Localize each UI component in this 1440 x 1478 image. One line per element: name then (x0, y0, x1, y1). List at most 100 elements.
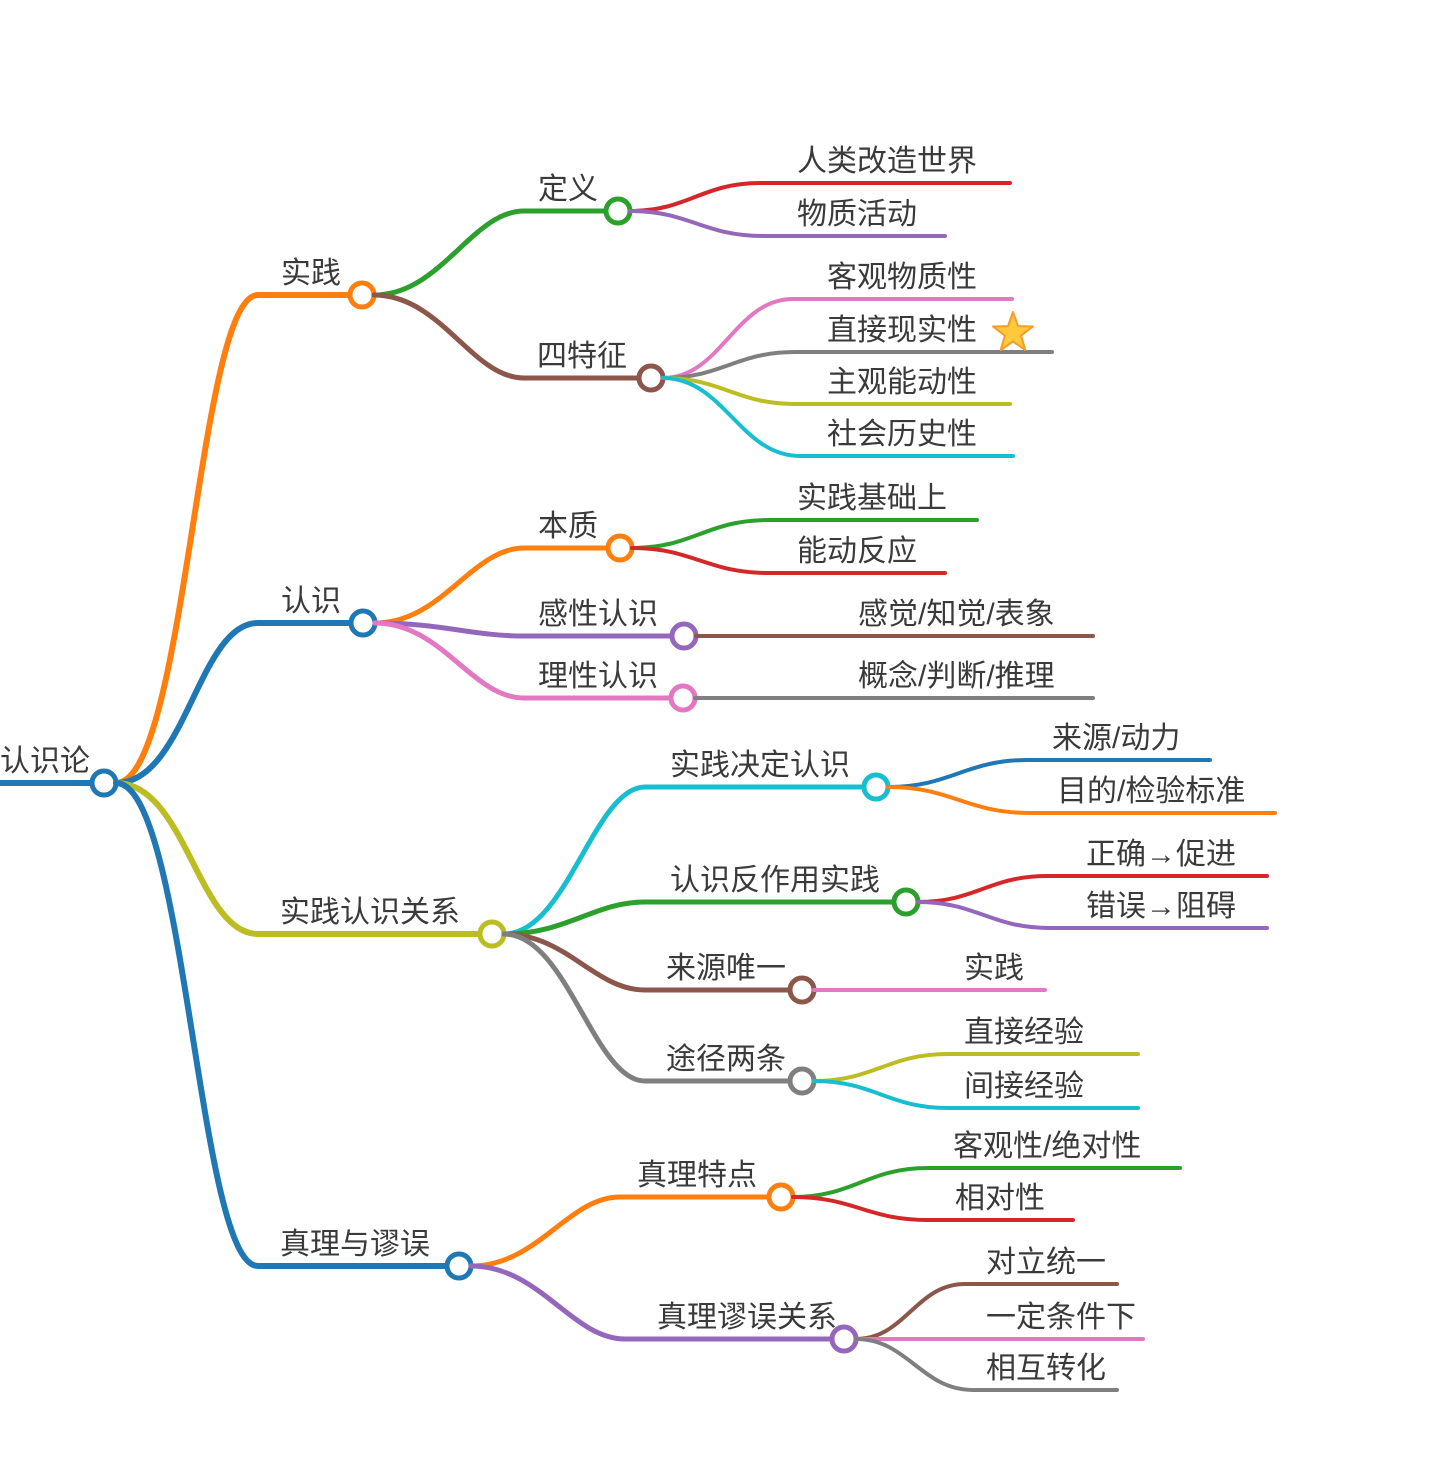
leaf-label-transform-world[interactable]: 人类改造世界 (797, 145, 977, 178)
leaf-label-purpose-criterion[interactable]: 目的/检验标准 (1057, 775, 1245, 808)
branch-line-unique-source (501, 931, 793, 993)
leaf-purpose-criterion: 目的/检验标准 (886, 775, 1277, 815)
node-label-truth-and-fallacy[interactable]: 真理与谬误 (280, 1228, 430, 1261)
node-dot-practice-cognition-relation[interactable] (477, 919, 507, 949)
node-label-root[interactable]: 认识论 (0, 745, 90, 778)
star-icon (992, 311, 1034, 351)
leaf-objectivity-absoluteness: 客观性/绝对性 (791, 1130, 1182, 1199)
node-label-four-features[interactable]: 四特征 (537, 340, 627, 373)
node-label-cognition-reacts-on-practice[interactable]: 认识反作用实践 (670, 864, 880, 897)
leaf-label-objective-materiality[interactable]: 客观物质性 (827, 261, 977, 294)
branch-line-definition (371, 208, 609, 298)
leaf-label-certain-conditions[interactable]: 一定条件下 (986, 1301, 1136, 1334)
leaf-label-active-reflection[interactable]: 能动反应 (797, 535, 917, 568)
node-dot-rational-cognition[interactable] (668, 683, 698, 713)
branch-line-perceptual-cognition (372, 620, 675, 639)
node-label-rational-cognition[interactable]: 理性认识 (538, 660, 658, 693)
leaf-label-source-motive[interactable]: 来源/动力 (1052, 722, 1180, 755)
leaf-label-correct-promote[interactable]: 正确→促进 (1086, 838, 1236, 871)
node-dot-root[interactable] (89, 768, 119, 798)
leaf-label-concept-judgment-reasoning[interactable]: 概念/判断/推理 (858, 660, 1055, 693)
node-label-practice[interactable]: 实践 (281, 257, 341, 290)
branch-line-direct-experience (812, 1052, 1140, 1083)
branch-line-opposition-unity (854, 1282, 1119, 1341)
node-dot-practice[interactable] (347, 280, 377, 310)
leaf-material-activity: 物质活动 (628, 198, 947, 238)
node-definition: 定义 (371, 173, 633, 298)
leaf-label-direct-experience[interactable]: 直接经验 (964, 1016, 1084, 1049)
leaf-label-wrong-hinder[interactable]: 错误→阻碍 (1086, 890, 1236, 923)
leaf-concept-judgment-reasoning: 概念/判断/推理 (693, 660, 1095, 700)
branch-line-relativity (791, 1195, 1075, 1222)
branch-line-essence (372, 545, 609, 626)
node-dot-essence[interactable] (605, 533, 635, 563)
node-dot-practice-determines-cognition[interactable] (861, 772, 891, 802)
node-dot-two-paths[interactable] (787, 1066, 817, 1096)
node-label-perceptual-cognition[interactable]: 感性认识 (538, 598, 658, 631)
branch-line-wrong-hinder (916, 900, 1269, 930)
leaf-label-direct-reality[interactable]: 直接现实性 (827, 314, 977, 347)
branch-line-active-reflection (630, 546, 947, 575)
node-dot-definition[interactable] (603, 196, 633, 226)
node-label-practice-determines-cognition[interactable]: 实践决定认识 (670, 749, 850, 782)
node-dot-four-features[interactable] (636, 363, 666, 393)
node-label-truth-fallacy-relation[interactable]: 真理谬误关系 (657, 1301, 837, 1334)
node-dot-truth-and-fallacy[interactable] (444, 1251, 474, 1281)
branch-line-direct-reality (661, 350, 1054, 380)
branch-line-practice-basis (630, 518, 979, 550)
node-label-cognition[interactable]: 认识 (281, 585, 341, 618)
node-label-truth-features[interactable]: 真理特点 (637, 1159, 757, 1192)
leaf-label-sensation-perception-representation[interactable]: 感觉/知觉/表象 (858, 598, 1055, 631)
branch-line-objective-materiality (661, 297, 1014, 380)
branch-line-four-features (371, 292, 642, 381)
node-dot-unique-source[interactable] (787, 975, 817, 1005)
node-practice-cognition-relation: 实践认识关系 (113, 780, 507, 949)
node-label-practice-cognition-relation[interactable]: 实践认识关系 (280, 896, 460, 929)
branch-line-mutual-transformation (854, 1337, 1119, 1392)
leaf-label-material-activity[interactable]: 物质活动 (797, 198, 917, 231)
leaf-label-practice-basis[interactable]: 实践基础上 (797, 482, 947, 515)
node-dot-cognition-reacts-on-practice[interactable] (891, 887, 921, 917)
leaf-certain-conditions: 一定条件下 (854, 1301, 1145, 1341)
node-label-definition[interactable]: 定义 (538, 173, 598, 206)
node-dot-perceptual-cognition[interactable] (669, 621, 699, 651)
node-label-unique-source[interactable]: 来源唯一 (666, 952, 786, 985)
leaf-label-objectivity-absoluteness[interactable]: 客观性/绝对性 (953, 1130, 1141, 1163)
leaf-label-opposition-unity[interactable]: 对立统一 (986, 1246, 1106, 1279)
node-cognition-reacts-on-practice: 认识反作用实践 (501, 864, 921, 937)
node-root: 认识论 (0, 745, 119, 798)
leaf-direct-experience: 直接经验 (812, 1016, 1140, 1083)
branch-line-practice (113, 292, 353, 786)
node-essence: 本质 (372, 510, 635, 626)
branch-line-practice-cognition-relation (113, 780, 483, 937)
leaf-active-reflection: 能动反应 (630, 535, 947, 575)
branch-line-practice-determines-cognition (501, 784, 867, 937)
leaf-label-indirect-experience[interactable]: 间接经验 (964, 1070, 1084, 1103)
leaf-label-mutual-transformation[interactable]: 相互转化 (986, 1352, 1106, 1385)
node-practice-determines-cognition: 实践决定认识 (501, 749, 891, 937)
node-two-paths: 途径两条 (501, 931, 817, 1096)
node-dot-truth-features[interactable] (766, 1182, 796, 1212)
branch-line-truth-and-fallacy (113, 780, 450, 1269)
branch-line-source-motive (886, 758, 1212, 789)
leaf-opposition-unity: 对立统一 (854, 1246, 1119, 1341)
leaf-practice-basis: 实践基础上 (630, 482, 979, 550)
node-dot-cognition[interactable] (348, 608, 378, 638)
node-cognition: 认识 (113, 585, 378, 786)
leaf-label-relativity[interactable]: 相对性 (955, 1182, 1045, 1215)
node-label-essence[interactable]: 本质 (538, 510, 598, 543)
leaf-label-social-historical[interactable]: 社会历史性 (827, 418, 977, 451)
branch-line-two-paths (501, 931, 793, 1084)
leaf-label-practice[interactable]: 实践 (964, 952, 1024, 985)
node-label-two-paths[interactable]: 途径两条 (666, 1043, 786, 1076)
branch-line-social-historical (661, 376, 1015, 458)
leaf-practice: 实践 (812, 952, 1047, 992)
leaf-correct-promote: 正确→促进 (916, 838, 1269, 904)
branch-line-indirect-experience (812, 1079, 1140, 1110)
branch-line-cognition-reacts-on-practice (501, 899, 897, 937)
leaf-label-subjective-initiative[interactable]: 主观能动性 (827, 366, 977, 399)
leaf-direct-reality: 直接现实性 (661, 311, 1054, 380)
leaf-transform-world: 人类改造世界 (628, 145, 1012, 213)
